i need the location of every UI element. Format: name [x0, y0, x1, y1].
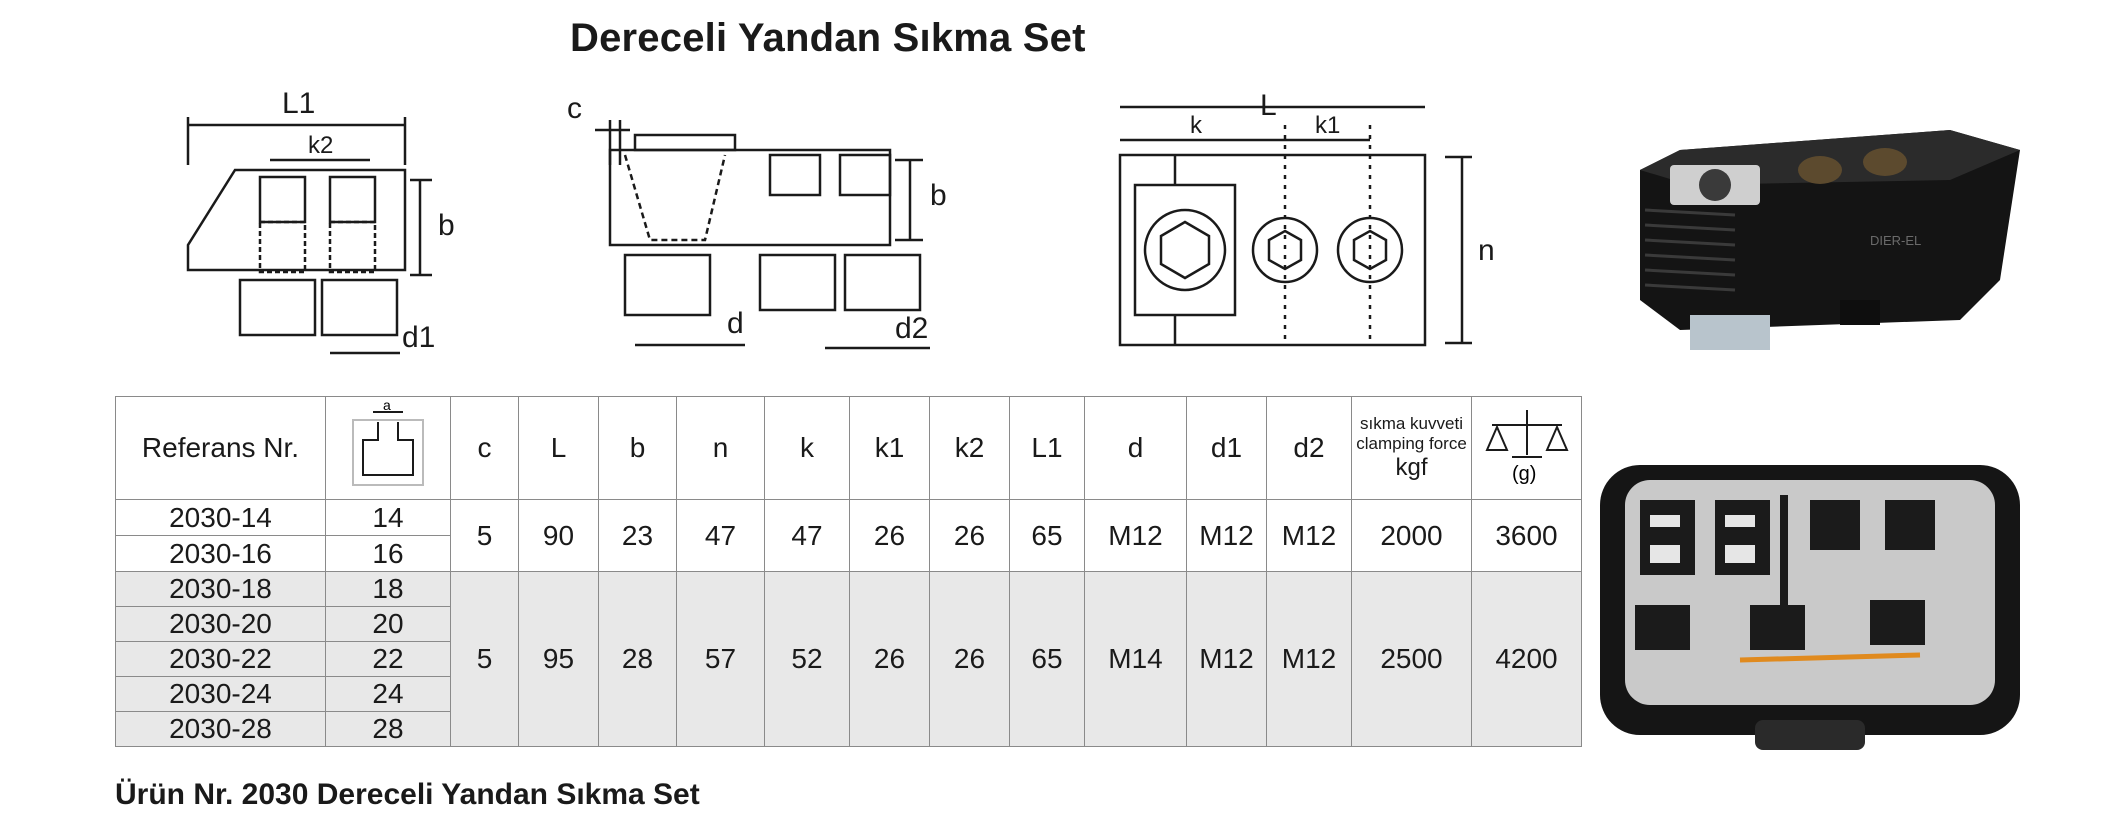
- cell-c: 5: [450, 571, 519, 747]
- ref-cell: 2030-20: [115, 606, 326, 642]
- header-L: L: [518, 396, 599, 500]
- photo-brand-label: DIER-EL: [1870, 233, 1921, 248]
- cell-b: 28: [598, 571, 677, 747]
- ref-cell: 2030-18: [115, 571, 326, 607]
- header-k1: k1: [849, 396, 930, 500]
- cell-L1: 65: [1009, 499, 1085, 572]
- header-d1: d1: [1186, 396, 1267, 500]
- cell-k1: 26: [849, 571, 930, 747]
- cell-c: 5: [450, 499, 519, 572]
- table-row: 2030-28 28: [115, 711, 1582, 747]
- force-unit: kgf: [1395, 454, 1428, 481]
- table-row: 2030-18 18 5 95 28 57 52 26 26 65 M14 M1…: [115, 571, 1582, 747]
- cell-d2: M12: [1266, 499, 1352, 572]
- force-label-en: clamping force: [1356, 434, 1467, 453]
- slot-cell: 22: [325, 641, 451, 677]
- ref-cell: 2030-28: [115, 711, 326, 747]
- weight-unit: (g): [1512, 463, 1536, 485]
- cell-d: M14: [1084, 571, 1187, 747]
- table-row: 2030-22 22: [115, 641, 1582, 677]
- header-d: d: [1084, 396, 1187, 500]
- cell-L1: 65: [1009, 571, 1085, 747]
- spec-table: Referans Nr. a c L b n k k1 k2 L1 d d1 d…: [115, 396, 1582, 747]
- cell-force: 2500: [1351, 571, 1472, 747]
- table-row: 2030-20 20: [115, 606, 1582, 642]
- label-k1: k1: [1315, 112, 1340, 139]
- label-b: b: [438, 209, 455, 242]
- cell-L: 90: [518, 499, 599, 572]
- cell-k: 52: [764, 571, 850, 747]
- table-row: 2030-16 16: [115, 535, 1582, 572]
- cell-d1: M12: [1186, 571, 1267, 747]
- label-b-front: b: [930, 179, 947, 212]
- top-view-drawing: L k k1 n: [1118, 89, 1495, 347]
- page-title: Dereceli Yandan Sıkma Set: [570, 16, 1086, 60]
- cell-k2: 26: [929, 571, 1010, 747]
- label-d: d: [727, 307, 744, 340]
- slot-cell: 20: [325, 606, 451, 642]
- table-row: 2030-24 24: [115, 676, 1582, 712]
- slot-cell: 24: [325, 676, 451, 712]
- label-n: n: [1478, 234, 1495, 267]
- slot-cell: 18: [325, 571, 451, 607]
- header-ref: Referans Nr.: [115, 396, 326, 500]
- header-c: c: [450, 396, 519, 500]
- cell-k2: 26: [929, 499, 1010, 572]
- header-n: n: [676, 396, 765, 500]
- label-L: L: [1260, 89, 1277, 122]
- header-slot: a: [325, 396, 451, 500]
- cell-d: M12: [1084, 499, 1187, 572]
- ref-cell: 2030-14: [115, 499, 326, 536]
- cell-k1: 26: [849, 499, 930, 572]
- cell-weight: 4200: [1471, 571, 1582, 747]
- label-k2: k2: [308, 132, 333, 159]
- header-L1: L1: [1009, 396, 1085, 500]
- ref-cell: 2030-24: [115, 676, 326, 712]
- cell-d2: M12: [1266, 571, 1352, 747]
- cell-force: 2000: [1351, 499, 1472, 572]
- product-caption: Ürün Nr. 2030 Dereceli Yandan Sıkma Set: [115, 778, 700, 811]
- label-d1: d1: [402, 321, 435, 354]
- side-view-drawing: L1 k2 b d1: [186, 87, 455, 355]
- ref-cell: 2030-22: [115, 641, 326, 677]
- clamp-product-photo: DIER-EL: [1640, 130, 2020, 350]
- label-L1: L1: [282, 87, 315, 120]
- force-label-tr: sıkma kuvveti: [1360, 414, 1463, 433]
- ref-cell: 2030-16: [115, 535, 326, 572]
- header-weight: (g): [1471, 396, 1582, 500]
- scale-icon: (g): [1484, 409, 1569, 485]
- front-view-drawing: c b d d2: [567, 92, 947, 350]
- cell-n: 57: [676, 571, 765, 747]
- header-force: sıkma kuvveti clamping force kgf: [1351, 396, 1472, 500]
- header-k2: k2: [929, 396, 1010, 500]
- cell-weight: 3600: [1471, 499, 1582, 572]
- slot-cell: 16: [325, 535, 451, 572]
- cell-b: 23: [598, 499, 677, 572]
- label-c: c: [567, 92, 582, 125]
- label-k: k: [1190, 112, 1203, 139]
- cell-n: 47: [676, 499, 765, 572]
- slot-cell: 14: [325, 499, 451, 536]
- cell-L: 95: [518, 571, 599, 747]
- case-set-photo: [1600, 465, 2020, 750]
- table-row: 2030-14 14 5 90 23 47 47 26 26 65 M12 M1…: [115, 499, 1582, 572]
- header-d2: d2: [1266, 396, 1352, 500]
- cell-d1: M12: [1186, 499, 1267, 572]
- slot-cell: 28: [325, 711, 451, 747]
- cell-k: 47: [764, 499, 850, 572]
- header-k: k: [764, 396, 850, 500]
- slot-a-label: a: [383, 400, 391, 413]
- header-b: b: [598, 396, 677, 500]
- table-header-row: Referans Nr. a c L b n k k1 k2 L1 d d1 d…: [115, 396, 1582, 500]
- label-d2: d2: [895, 312, 928, 345]
